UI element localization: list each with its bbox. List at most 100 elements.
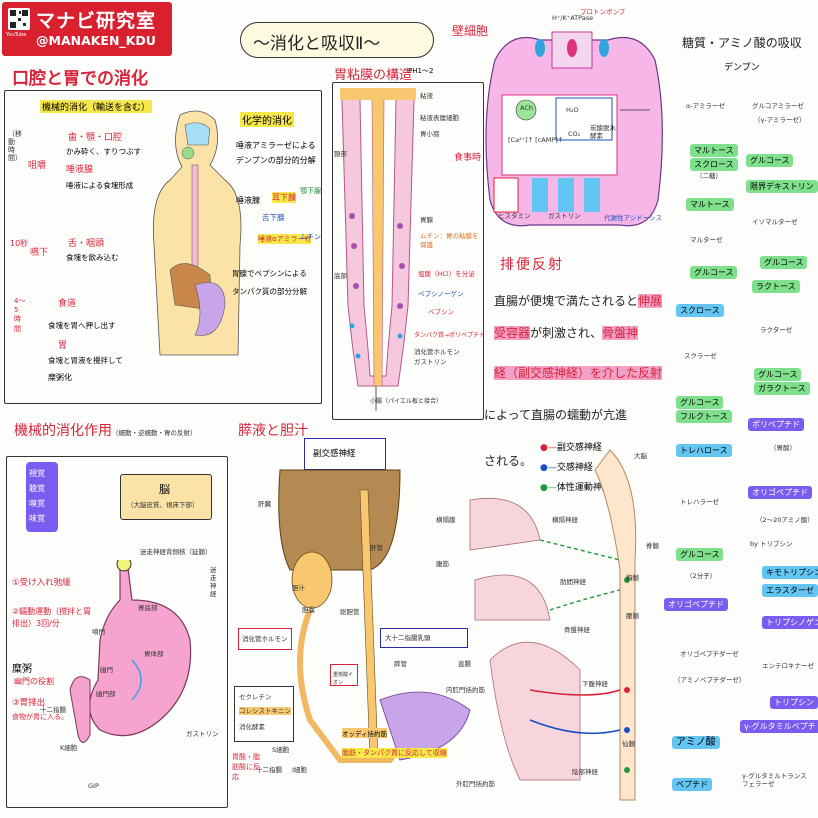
pan-bile: 胆汁 [292, 584, 305, 592]
mech-stomach-title: 機械的消化作用（蠕動・逆蠕動・胃の反射） [14, 420, 197, 440]
parietal-meal: 食事時 [454, 153, 482, 163]
tag-glucose5r: グルコース [754, 368, 802, 381]
amino-range: （2〜20アミノ酸） [756, 516, 814, 524]
tag-sucrose2: スクロース [676, 304, 724, 317]
mech-step2: ②蠕動運動（撹拌と胃排出）3回/分 [12, 607, 92, 628]
gastric-note1: 消化管ホルモン [414, 348, 460, 356]
pan-hormone-list: セクレチン コレシストキニン 消化酵素 [234, 686, 294, 742]
gland-c: 舌下腺 [262, 213, 285, 222]
def-horizontal: 横隔膜 [436, 516, 456, 524]
legend-red-icon: ●— [540, 443, 557, 453]
starch-label: デンプン [724, 63, 760, 73]
tag-polypeptide: ポリペプチド [748, 418, 804, 431]
parietal-ca-enzyme: 炭酸脱水酵素 [590, 124, 616, 140]
tongue-line1: 唾液による食塊形成 [66, 181, 134, 190]
mucin-label: ムチン [300, 233, 321, 241]
enterokinase: エンテロキナーゼ [762, 662, 814, 670]
brain-sub: （大脳皮質、視床下部） [127, 501, 199, 509]
swallow-line1: 食塊を飲み込む [66, 253, 119, 262]
pan-gallbladder: 胆嚢 [302, 606, 315, 614]
tag-lactose: ラクトース [752, 280, 800, 293]
mech-chyme: 糜粥 [12, 664, 32, 675]
mech-duodenum: 十二指腸 [40, 706, 66, 714]
pan-fat-note: 脂肪・タンパク質に反応して収縮 [342, 748, 447, 758]
tag-trehalose: トレハロース [676, 444, 732, 457]
mech-stomach-panel [6, 456, 228, 808]
gastric-protein: タンパク質→ポリペプチド [414, 332, 486, 339]
def-line4: によって直腸の蠕動が亢進 [484, 408, 628, 422]
pan-oddi: オッディ括約筋 [342, 728, 388, 738]
body-illustration [153, 110, 242, 356]
gastric-body: 胃腺 [420, 216, 433, 224]
parietal-ca: [Ca²⁺]↑ [cAMP]↑ [508, 136, 564, 144]
pan-i-cell: I細胞 [292, 766, 307, 774]
mech-k-cell: K細胞 [60, 744, 78, 752]
pan-secretin: セクレチン [239, 693, 272, 701]
gastric-mucus: 粘液 [420, 92, 433, 100]
def-nerve2: 肋間神経 [560, 578, 586, 586]
mech-food-note: 食物が胃に入る。 [12, 713, 68, 721]
gastric-bottom: 小腸（パイエル板と接合） [370, 398, 442, 405]
pan-enzymes: 消化酵素 [239, 723, 265, 731]
pan-cck: コレシストキニン [239, 707, 291, 715]
transferase: γ-グルタミルトランスフェラーゼ [742, 772, 807, 788]
pepsin-line2: タンパク質の部分分解 [232, 287, 307, 296]
def-line3a: 経（副交感神経）を介した反射 [494, 366, 663, 380]
by-trypsin: by トリプシン [750, 540, 793, 548]
vagus-nucleus: 迷走神経背側核（延髄） [140, 548, 212, 556]
maltase: マルターゼ [690, 236, 723, 244]
parietal-h2o: H₂O [566, 106, 579, 114]
pan-acid-note: 胃酸・脂肪酸に反応 [232, 753, 260, 781]
gastric-pit: 胃小窩 [420, 130, 440, 138]
pan-duct: 膵管 [394, 660, 407, 668]
tag-galactose: ガラクトース [754, 382, 810, 395]
tongue-head: 唾液腺 [66, 165, 94, 175]
def-rectum: 直腸 [458, 660, 471, 668]
def-hypogastric: 下腹神経 [582, 680, 608, 688]
oral-stomach-title: 口腔と胃での消化 [12, 69, 148, 89]
gland-b: 顎下腺 [300, 187, 321, 195]
pan-s-cell: S細胞 [272, 746, 290, 754]
gastric-ph: PH1〜2 [408, 67, 434, 75]
tag-chymotrypsin: キモトリプシン [762, 566, 818, 579]
tag-elastase: エラスターゼ [762, 584, 818, 597]
stomach-line2: 糜粥化 [48, 373, 72, 382]
disacch: （二糖） [696, 172, 722, 180]
tag-glucose4: グルコース [676, 396, 724, 409]
qr-code-icon [10, 10, 28, 28]
def-ext: 外肛門括約筋 [456, 780, 495, 788]
def-lumbar: 腰髄 [626, 612, 639, 620]
brain-label: 脳 [159, 483, 170, 496]
pan-hormone-label: 消化管ホルモン [242, 635, 288, 643]
mech-cardia: 噴門 [92, 628, 105, 636]
def-line5: される。 [484, 454, 533, 468]
time-label: （移動時間） [8, 130, 22, 162]
oral-stomach-panel [4, 90, 322, 404]
gastric-pepsinogen: ペプシノーゲン [418, 290, 464, 298]
def-spinal: 脊髄 [646, 542, 659, 550]
mech-title-main: 機械的消化作用 [14, 423, 112, 439]
def-brain: 大脳 [634, 452, 647, 460]
def-line1b: 伸展 [638, 294, 663, 308]
pan-bicarb-box: 重炭酸イオン [330, 664, 358, 686]
swallow-head: 舌・咽頭 [68, 239, 105, 249]
youtube-label: YouTube [6, 32, 27, 38]
time1: 10秒 [10, 239, 29, 248]
amylase-line1: 唾液アミラーゼによる [236, 141, 316, 150]
parietal-hk: H⁺/K⁺ATPase [552, 14, 594, 22]
main-title: 〜消化と吸収Ⅱ〜 [240, 22, 434, 58]
mech-vagus: 迷走神経 [210, 566, 217, 598]
legend-blue-icon: ●— [540, 463, 557, 473]
youtube-icon [8, 8, 30, 30]
gland-a: 耳下腺 [272, 192, 296, 203]
def-sacral: 仙髄 [622, 740, 635, 748]
parietal-cell-illustration [485, 31, 663, 227]
pepsin-line1: 胃腺でペプシンによる [232, 269, 307, 278]
senses-text: 視覚 聴覚 嗅覚 味覚 [29, 469, 45, 523]
stomach-line1: 食塊と胃液を攪拌して [48, 356, 123, 365]
mech-step3: ③胃排出 [12, 698, 46, 708]
parietal-co2: CO₂ [568, 130, 581, 138]
gastric-neck: 頸部 [334, 150, 347, 158]
def-line2c: 骨盤神 [602, 326, 639, 340]
stomach-acid: （胃酸） [770, 444, 796, 452]
